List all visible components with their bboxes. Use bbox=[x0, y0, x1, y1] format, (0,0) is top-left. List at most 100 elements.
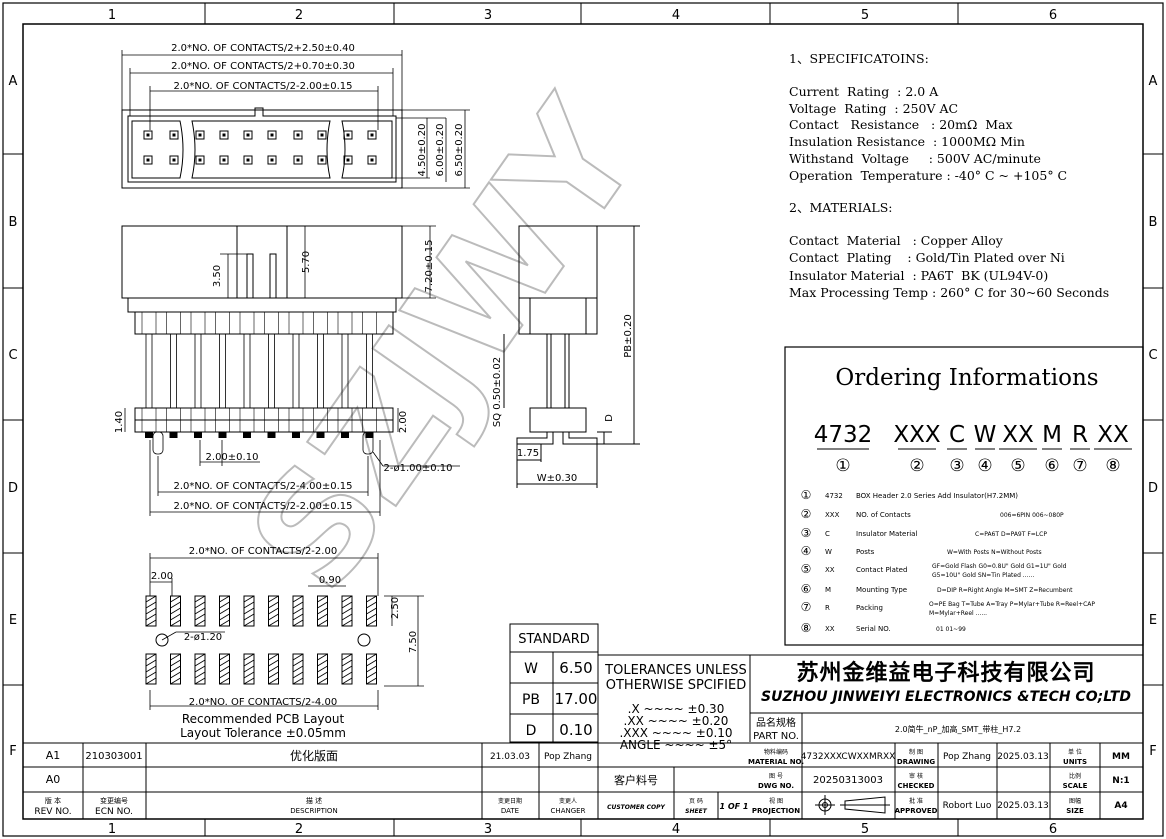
ordering-row-code: W bbox=[825, 548, 832, 556]
ordering-row-name: Packing bbox=[856, 604, 883, 612]
ecn: ECN NO. bbox=[95, 807, 133, 817]
rev-a0: A0 bbox=[46, 773, 61, 786]
ordering-row-option: 006=6PIN 006~080P bbox=[1000, 512, 1064, 519]
drawing-cn: 制 图 bbox=[909, 748, 923, 756]
dim-bot-a: 2.0*NO. OF CONTACTS/2-4.00±0.15 bbox=[173, 481, 352, 492]
zone-col-2-top: 2 bbox=[295, 8, 303, 23]
dim-w: W±0.30 bbox=[537, 473, 578, 484]
ordering-row-number: ③ bbox=[801, 526, 812, 540]
ordering-code: R bbox=[1072, 422, 1088, 448]
pin-foot bbox=[243, 432, 251, 438]
zone-col-1-bot: 1 bbox=[108, 822, 116, 837]
ordering-row-code: R bbox=[825, 604, 830, 612]
top-view bbox=[121, 107, 403, 189]
pin-square bbox=[195, 155, 205, 165]
ordering-row-name: BOX Header 2.0 Series Add Insulator(H7.2… bbox=[856, 492, 1018, 500]
pcb-pad bbox=[366, 595, 377, 627]
standard-value: 17.00 bbox=[555, 690, 598, 708]
pcb-dim-bot: 2.0*NO. OF CONTACTS/2-4.00 bbox=[189, 697, 337, 708]
approved-cn: 批 准 bbox=[909, 797, 923, 805]
pcb-pad bbox=[170, 653, 181, 685]
pcb-pad bbox=[170, 595, 181, 627]
dim-175: 1.75 bbox=[517, 448, 539, 459]
size: SIZE bbox=[1066, 807, 1084, 815]
ordering-row-option: M=Mylar+Reel ...... bbox=[929, 610, 987, 617]
ordering-row-number: ⑧ bbox=[801, 621, 812, 635]
company-cn: 苏州金维益电子科技有限公司 bbox=[796, 660, 1095, 686]
zone-row-d-right: D bbox=[1148, 481, 1158, 496]
ordering-row-name: Insulator Material bbox=[856, 530, 917, 538]
dim-720: 7.20±0.15 bbox=[424, 240, 435, 293]
pin-square bbox=[169, 130, 179, 140]
rev-a1-date: 21.03.03 bbox=[490, 752, 530, 762]
pcb-pad bbox=[194, 653, 206, 685]
proj: PROJECTION bbox=[752, 807, 800, 815]
pcb-note-2: Layout Tolerance ±0.05mm bbox=[180, 726, 346, 740]
checked-cn: 审 核 bbox=[909, 772, 923, 780]
ordering-code-number: ⑥ bbox=[1044, 456, 1059, 476]
dim-600: 6.00±0.20 bbox=[435, 124, 446, 177]
ordering-row-option: G5=10U" Gold SN=Tin Plated ...... bbox=[932, 572, 1034, 579]
ordering-row-number: ⑤ bbox=[801, 562, 812, 576]
pin-lead bbox=[145, 333, 153, 409]
dim-200: 2.00 bbox=[398, 411, 409, 433]
pin-rib bbox=[166, 311, 181, 335]
zone-col-6-bot: 6 bbox=[1049, 822, 1057, 837]
pcb-pad bbox=[268, 595, 279, 627]
date: DATE bbox=[501, 807, 519, 815]
ordering-row-option: O=PE Bag T=Tube A=Tray P=Mylar+Tube R=Re… bbox=[929, 601, 1095, 608]
dim-bot-b: 2.0*NO. OF CONTACTS/2-2.00±0.15 bbox=[173, 501, 352, 512]
pcb-layout bbox=[145, 595, 377, 685]
tol-line-2: OTHERWISE SPCIFIED bbox=[606, 678, 747, 693]
ordering-row-number: ⑥ bbox=[801, 582, 812, 596]
pcb-pad bbox=[292, 653, 304, 685]
ordering-code-number: ④ bbox=[977, 456, 992, 476]
ordering-code: 4732 bbox=[814, 422, 873, 448]
pin-lead bbox=[170, 333, 177, 409]
tolerance-line: .X ~~~~ ±0.30 bbox=[628, 702, 725, 716]
rev-a1-ecn: 210303001 bbox=[85, 751, 142, 762]
zone-row-a-left: A bbox=[9, 74, 18, 89]
pin-lead bbox=[268, 333, 275, 409]
ordering-code-number: ⑧ bbox=[1105, 456, 1120, 476]
pin-foot bbox=[316, 432, 325, 438]
pin-lead bbox=[194, 333, 202, 409]
dim-650: 6.50±0.20 bbox=[454, 124, 465, 177]
pcb-dim-090: 0.90 bbox=[319, 575, 341, 586]
ordering-row-name: Serial NO. bbox=[856, 625, 891, 633]
approved-date: 2025.03.13 bbox=[997, 801, 1049, 811]
ordering-row-option: C=PA6T D=PA9T F=LCP bbox=[975, 531, 1047, 538]
zone-col-3-top: 3 bbox=[484, 8, 492, 23]
dwg-value: 20250313003 bbox=[813, 775, 883, 786]
pcb-pad bbox=[243, 595, 255, 627]
ordering-title: Ordering Informations bbox=[835, 365, 1098, 391]
desc: DESCRIPTION bbox=[290, 807, 337, 815]
front-view bbox=[121, 225, 403, 433]
spec-line: Contact Resistance : 20mΩ Max bbox=[789, 117, 1013, 133]
pcb-pad bbox=[341, 595, 353, 627]
pin-square bbox=[195, 130, 205, 140]
ordering-row-number: ⑦ bbox=[801, 600, 812, 614]
tolerance-lines: .X ~~~~ ±0.30.XX ~~~~ ±0.20.XXX ~~~~ ±0.… bbox=[619, 702, 732, 752]
ordering-code: XXX bbox=[893, 422, 941, 448]
standard-title: STANDARD bbox=[518, 632, 590, 647]
tolerance-line: .XX ~~~~ ±0.20 bbox=[624, 714, 729, 728]
rev-a1-desc: 优化版面 bbox=[290, 749, 338, 763]
desc-cn: 描 述 bbox=[306, 796, 322, 805]
zone-row-b-right: B bbox=[1149, 215, 1158, 230]
pcb-dim-250: 2.50 bbox=[390, 597, 401, 619]
dwg: DWG NO. bbox=[758, 782, 794, 790]
pcb-pad bbox=[145, 595, 157, 627]
dim-hole: 2-ø1.00±0.10 bbox=[384, 463, 453, 474]
scale: SCALE bbox=[1063, 782, 1088, 790]
ordering-row-code: C bbox=[825, 530, 830, 538]
pcb-dim-top: 2.0*NO. OF CONTACTS/2-2.00 bbox=[189, 546, 337, 557]
ordering-code: M bbox=[1042, 422, 1062, 448]
ordering-row-option: 01 01~99 bbox=[936, 626, 966, 633]
scale-value: N:1 bbox=[1112, 776, 1129, 786]
zone-row-d-left: D bbox=[8, 481, 18, 496]
ordering-row-code: XX bbox=[825, 625, 835, 633]
